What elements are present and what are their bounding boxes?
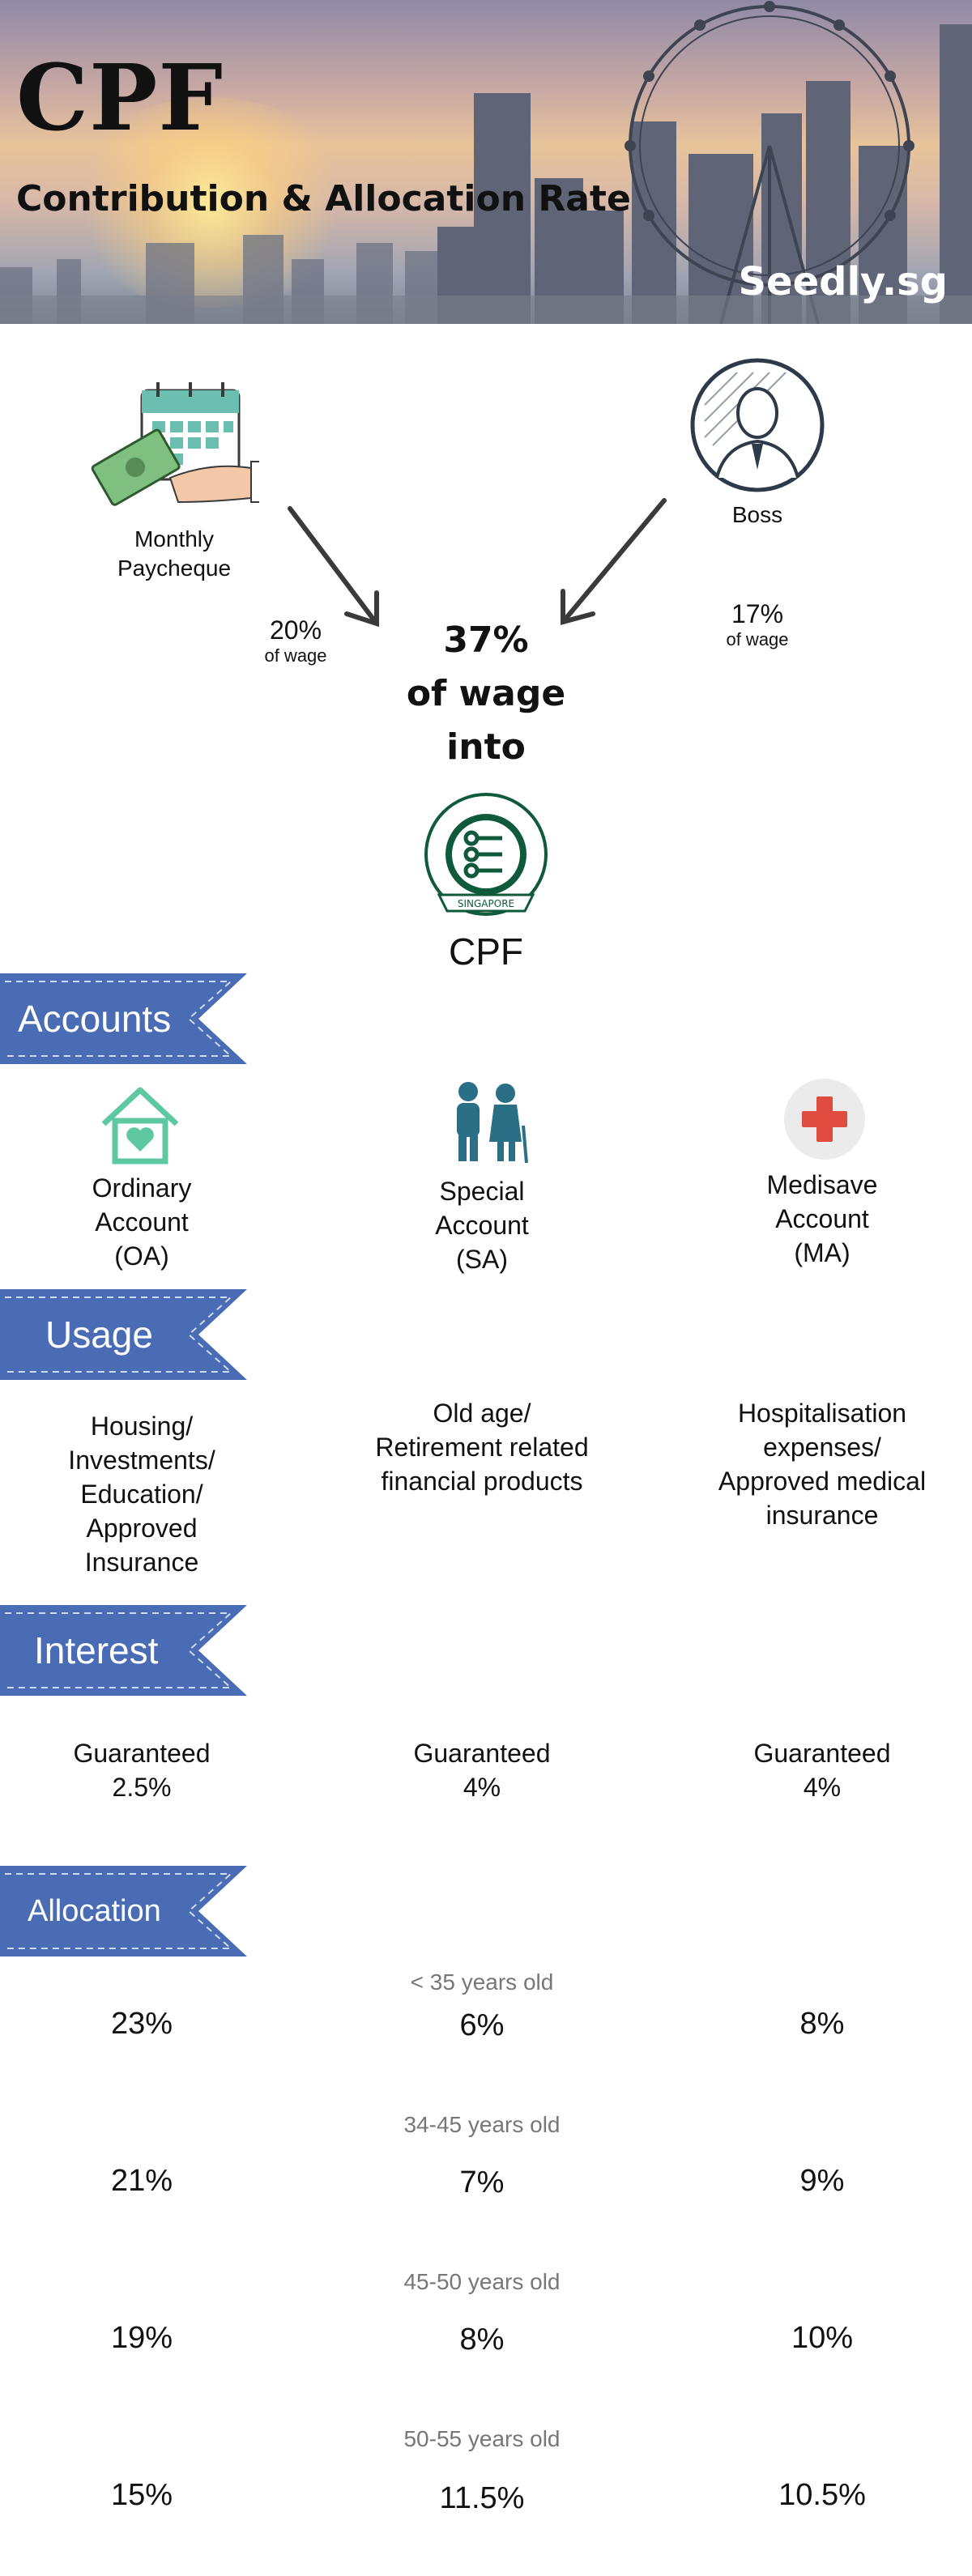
account-name-ma: Medisave Account (MA) xyxy=(766,1170,878,1267)
account-name-oa: Ordinary Account (OA) xyxy=(92,1173,192,1271)
section-title-usage: Usage xyxy=(45,1314,153,1356)
header-banner: CPF Contribution & Allocation Rate Seedl… xyxy=(0,0,972,324)
alloc-ma-2: 9% xyxy=(799,2164,845,2198)
age-group-2: 34-45 years old xyxy=(403,2112,561,2137)
svg-text:SINGAPORE: SINGAPORE xyxy=(458,898,514,909)
paycheque-icon xyxy=(91,382,259,506)
skyline-illustration xyxy=(0,1,972,324)
section-title-accounts: Accounts xyxy=(18,998,172,1040)
section-banner-interest: Interest xyxy=(0,1605,247,1696)
employer-label: Boss xyxy=(731,502,783,527)
alloc-sa-4: 11.5% xyxy=(439,2481,525,2515)
boss-avatar-icon xyxy=(690,358,825,492)
employee-pct: 20% xyxy=(269,615,322,645)
employer-pct-note: of wage xyxy=(726,629,789,649)
age-group-3: 45-50 years old xyxy=(403,2269,561,2294)
alloc-oa-4: 15% xyxy=(110,2478,173,2512)
age-group-1: < 35 years old xyxy=(410,1969,554,1995)
total-line-2: of wage xyxy=(406,673,566,714)
employee-label: Monthly Paycheque xyxy=(117,526,232,581)
medical-cross-icon xyxy=(784,1079,865,1160)
brand-logo-text: Seedly.sg xyxy=(738,259,948,304)
section-banner-accounts: Accounts xyxy=(0,973,247,1064)
page-title: CPF xyxy=(16,45,224,151)
alloc-ma-1: 8% xyxy=(799,2007,845,2041)
section-banner-usage: Usage xyxy=(0,1289,247,1380)
interest-ma: Guaranteed 4% xyxy=(753,1739,891,1802)
usage-sa: Old age/ Retirement related financial pr… xyxy=(375,1399,589,1496)
total-pct: 37% xyxy=(443,620,529,661)
alloc-sa-3: 8% xyxy=(459,2323,505,2357)
total-line-3: into xyxy=(446,726,526,768)
cpf-label: CPF xyxy=(449,930,523,973)
alloc-sa-1: 6% xyxy=(459,2008,505,2042)
alloc-oa-2: 21% xyxy=(110,2164,173,2198)
usage-ma: Hospitalisation expenses/ Approved medic… xyxy=(718,1399,927,1530)
interest-oa: Guaranteed 2.5% xyxy=(73,1739,211,1802)
usage-oa: Housing/ Investments/ Education/ Approve… xyxy=(68,1411,215,1577)
interest-sa: Guaranteed 4% xyxy=(413,1739,551,1802)
employee-pct-note: of wage xyxy=(264,645,327,666)
alloc-ma-4: 10.5% xyxy=(778,2478,866,2512)
elderly-couple-icon xyxy=(457,1082,528,1164)
alloc-sa-2: 7% xyxy=(459,2165,505,2199)
age-group-4: 50-55 years old xyxy=(403,2426,561,2451)
house-heart-icon xyxy=(101,1087,179,1165)
employee-contribution: 20% of wage xyxy=(243,615,348,666)
section-banner-allocation: Allocation xyxy=(0,1866,247,1956)
alloc-oa-3: 19% xyxy=(110,2321,173,2355)
alloc-ma-3: 10% xyxy=(791,2321,854,2355)
alloc-oa-1: 23% xyxy=(110,2007,173,2041)
cpf-seal-logo: SINGAPORE xyxy=(424,793,548,916)
section-title-interest: Interest xyxy=(34,1629,159,1671)
contribution-arrows xyxy=(288,498,667,628)
employer-contribution: 17% of wage xyxy=(705,599,810,650)
section-title-allocation: Allocation xyxy=(28,1894,161,1928)
total-contribution: 37% of wage into xyxy=(364,614,608,774)
account-name-sa: Special Account (SA) xyxy=(435,1177,529,1274)
page-subtitle: Contribution & Allocation Rate xyxy=(16,178,631,219)
employer-pct: 17% xyxy=(731,599,784,628)
